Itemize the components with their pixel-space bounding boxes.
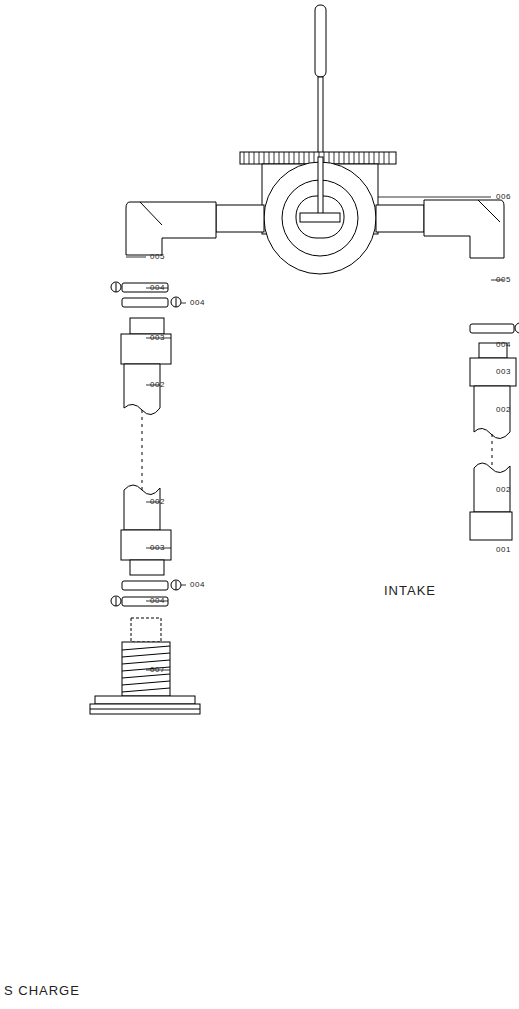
clamp-screw [116,597,117,606]
strainer [470,512,512,540]
pipe [124,485,160,530]
hose-clamp [122,581,168,590]
coupling [121,530,171,560]
callout-number: 003 [150,544,165,552]
pipe [124,364,160,415]
flange-line [90,709,200,710]
hose-clamp [122,283,168,292]
clamp-screw [171,580,181,590]
pipe [474,386,510,439]
break-line [142,410,143,490]
thread-lines [122,646,170,692]
outlet-flange [90,704,200,714]
pipe [474,463,510,512]
clamp-screw [111,596,121,606]
outlet-flange [95,696,195,704]
callout-number: 005 [496,276,511,284]
callout-number: 004 [150,597,165,605]
hose-clamp [122,298,168,307]
clamp-screw [111,282,121,292]
coupling [121,334,171,364]
section-label: S CHARGE [4,984,80,997]
threaded-fitting [122,642,170,696]
callout-number: 002 [150,498,165,506]
callout-number: 004 [190,299,205,307]
coupling-neck [130,318,164,334]
callout-number: 002 [496,406,511,414]
clamp-screw [515,323,519,333]
callout-number: 004 [496,341,511,349]
callout-number: 001 [496,546,511,554]
port-right [376,205,424,232]
elbow-left [126,202,216,255]
section-label: INTAKE [384,584,436,597]
pump-tbar [300,213,340,222]
hose-clamp [470,324,514,333]
coupling-neck [130,560,164,575]
callout-number: 002 [150,381,165,389]
callout-number: 004 [190,581,205,589]
barb-tip [131,618,161,642]
clamp-screw [171,297,181,307]
callout-number: 007 [150,666,165,674]
callout-number: 005 [150,253,165,261]
handle-shaft [318,77,323,157]
clamp-screw [176,581,177,590]
port-left [216,205,264,232]
clamp-screw [176,298,177,307]
leader-lines [126,197,516,670]
callout-number: 004 [150,284,165,292]
hose-clamp [122,597,168,606]
break-line [492,434,493,468]
elbow-right [424,200,504,258]
elbow-seam [478,200,500,222]
handle-grip [315,5,326,77]
coupling [470,358,516,386]
callout-number: 003 [150,334,165,342]
callout-number: 002 [496,486,511,494]
pump-shaft [318,157,323,215]
callout-number: 006 [496,193,511,201]
callout-number: 003 [496,368,511,376]
clamp-screw [116,283,117,292]
elbow-seam [140,202,162,225]
